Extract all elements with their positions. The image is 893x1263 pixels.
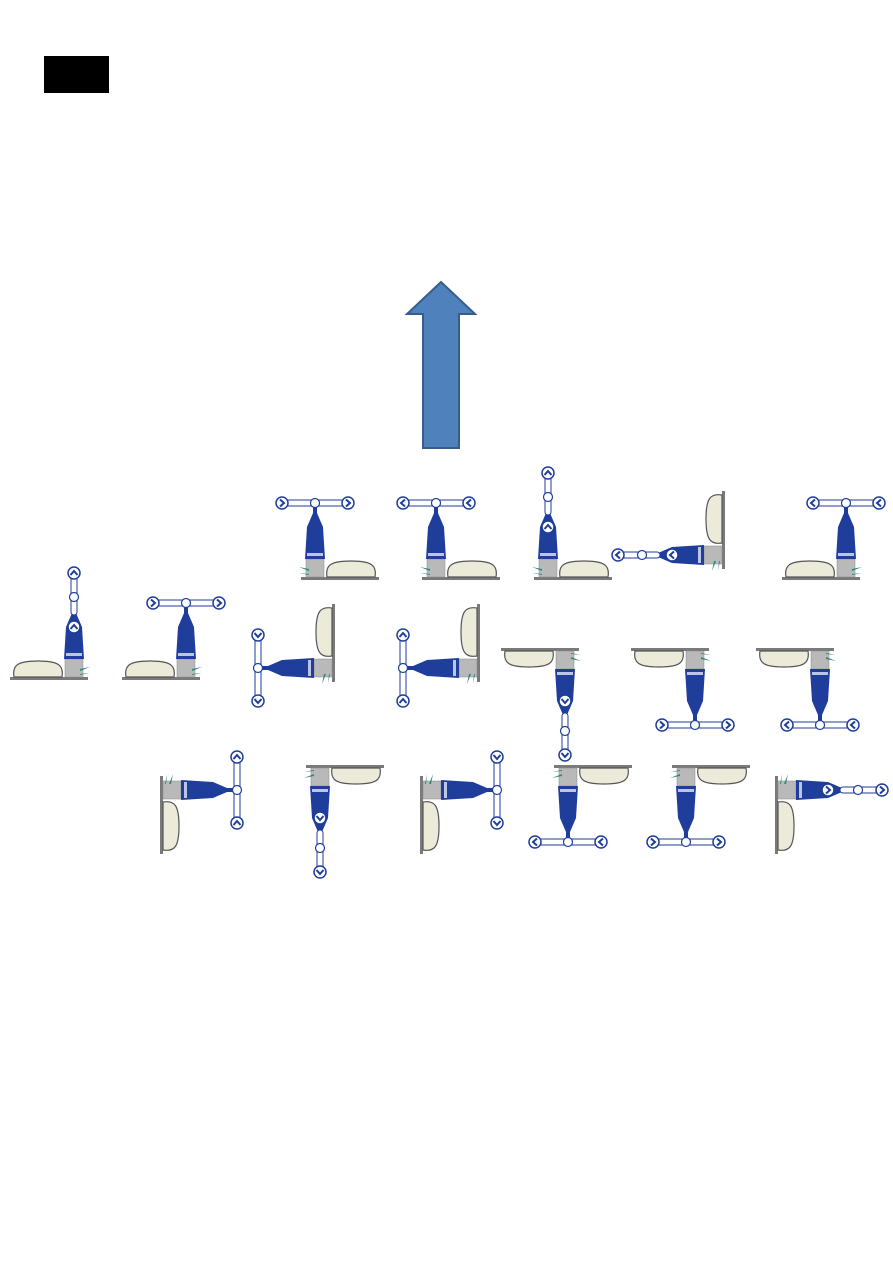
unit-7 [122, 597, 225, 680]
chevron-up-icon [542, 521, 554, 533]
pad-shape [786, 561, 835, 577]
pad-shape [14, 661, 63, 677]
unit-1 [276, 497, 379, 580]
chevron-up-icon [314, 866, 326, 878]
chevron-up-icon [559, 749, 571, 761]
pad-shape [316, 608, 332, 657]
chevron-up-icon [876, 784, 888, 796]
chevron-right-icon [781, 719, 793, 731]
chevron-up-icon [559, 695, 571, 707]
chevron-left-icon [252, 629, 264, 641]
chevron-left-icon [397, 497, 409, 509]
chevron-right-icon [847, 719, 859, 731]
unit-17 [647, 765, 750, 848]
chevron-right-icon [276, 497, 288, 509]
unit-12 [756, 648, 859, 731]
unit-9 [397, 604, 480, 707]
pad-shape [423, 802, 439, 851]
chevron-up-icon [666, 549, 678, 561]
chevron-left-icon [231, 817, 243, 829]
chevron-left-icon [252, 695, 264, 707]
chevron-up-icon [68, 621, 80, 633]
pad-shape [163, 802, 179, 851]
unit-3 [532, 467, 612, 580]
pad-shape [778, 802, 794, 851]
chevron-right-icon [491, 817, 503, 829]
chevron-left-icon [656, 719, 668, 731]
unit-15 [420, 751, 503, 854]
pad-shape [505, 651, 554, 667]
pad-shape [698, 768, 747, 784]
chevron-right-icon [647, 836, 659, 848]
pad-shape [461, 608, 477, 657]
pad-shape [635, 651, 684, 667]
pad-shape [560, 561, 609, 577]
pad-shape [706, 495, 722, 544]
unit-11 [631, 648, 734, 731]
unit-10 [501, 648, 581, 761]
chevron-up-icon [68, 567, 80, 579]
unit-8 [252, 604, 335, 707]
chevron-left-icon [213, 597, 225, 609]
chevron-up-icon [314, 812, 326, 824]
chevron-right-icon [342, 497, 354, 509]
chevron-right-icon [397, 695, 409, 707]
chevron-up-icon [612, 549, 624, 561]
chevron-left-icon [529, 836, 541, 848]
chevron-right-icon [873, 497, 885, 509]
chevron-right-icon [807, 497, 819, 509]
chevron-left-icon [147, 597, 159, 609]
unit-5 [782, 497, 885, 580]
chevron-up-icon [542, 467, 554, 479]
unit-6 [10, 567, 90, 680]
chevron-left-icon [463, 497, 475, 509]
unit-2 [397, 497, 500, 580]
chevron-right-icon [491, 751, 503, 763]
pad-shape [760, 651, 809, 667]
pad-shape [448, 561, 497, 577]
unit-13 [160, 751, 243, 854]
chevron-right-icon [397, 629, 409, 641]
chevron-right-icon [713, 836, 725, 848]
unit-14 [304, 765, 384, 878]
pad-shape [332, 768, 381, 784]
unit-4 [612, 491, 725, 571]
chevron-up-icon [822, 784, 834, 796]
pad-shape [580, 768, 629, 784]
chevron-left-icon [722, 719, 734, 731]
unit-18 [775, 774, 888, 854]
unit-16 [529, 765, 632, 848]
chevron-left-icon [595, 836, 607, 848]
pad-shape [126, 661, 175, 677]
chevron-left-icon [231, 751, 243, 763]
pad-shape [327, 561, 376, 577]
